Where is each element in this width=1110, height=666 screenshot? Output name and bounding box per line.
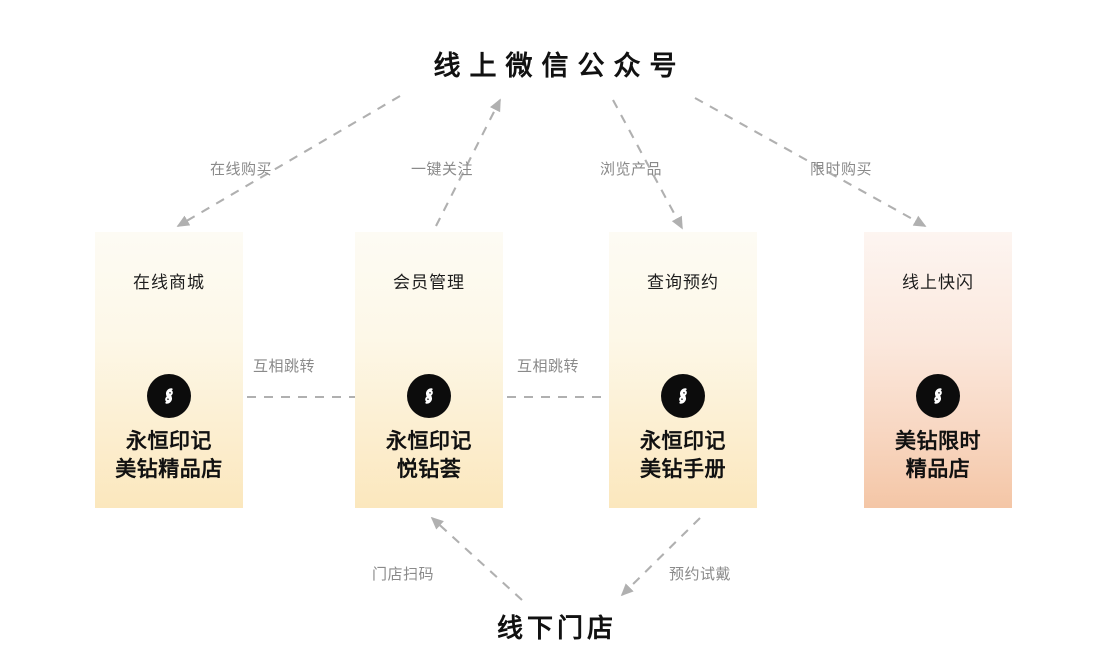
connector-label-browse-products: 浏览产品 <box>600 161 663 178</box>
card-name: 美钻限时 精品店 <box>864 428 1012 483</box>
card-name-line1: 美钻限时 <box>895 430 981 453</box>
card-online-mall[interactable]: 在线商城 永恒印记 美钻精品店 <box>95 232 243 508</box>
card-title: 在线商城 <box>133 273 205 292</box>
card-name: 永恒印记 悦钻荟 <box>355 428 503 483</box>
connector-label-appointment-try-on: 预约试戴 <box>669 566 732 583</box>
card-member-management[interactable]: 会员管理 永恒印记 悦钻荟 <box>355 232 503 508</box>
card-query-appointment[interactable]: 查询预约 永恒印记 美钻手册 <box>609 232 757 508</box>
card-title: 会员管理 <box>393 273 465 292</box>
connector-store-scan-code <box>430 516 523 601</box>
card-name-line2: 美钻手册 <box>640 457 726 481</box>
wechat-miniprogram-icon <box>407 374 451 418</box>
card-name-line2: 精品店 <box>905 457 971 481</box>
card-name-line1: 永恒印记 <box>386 430 472 453</box>
card-name-line2: 悦钻荟 <box>396 457 462 481</box>
connector-label-one-click-follow: 一键关注 <box>411 161 474 178</box>
card-name-line2: 美钻精品店 <box>115 457 223 481</box>
connector-label-mutual-jump-2: 互相跳转 <box>513 355 584 376</box>
connector-label-mutual-jump-1: 互相跳转 <box>249 355 320 376</box>
card-online-flash-sale[interactable]: 线上快闪 美钻限时 精品店 <box>864 232 1012 508</box>
top-title: 线上微信公众号 <box>433 51 686 81</box>
wechat-miniprogram-icon <box>661 374 705 418</box>
bottom-title: 线下门店 <box>496 613 617 643</box>
wechat-miniprogram-icon <box>147 374 191 418</box>
card-title: 线上快闪 <box>902 273 974 292</box>
card-name-line1: 永恒印记 <box>126 430 212 453</box>
connector-label-store-scan-code: 门店扫码 <box>372 566 435 583</box>
connector-label-online-purchase: 在线购买 <box>210 161 273 178</box>
card-name-line1: 永恒印记 <box>640 430 726 453</box>
card-title: 查询预约 <box>647 273 719 292</box>
connector-label-limited-time-purchase: 限时购买 <box>810 161 873 178</box>
card-name: 永恒印记 美钻手册 <box>609 428 757 483</box>
card-name: 永恒印记 美钻精品店 <box>95 428 243 483</box>
wechat-miniprogram-icon <box>916 374 960 418</box>
